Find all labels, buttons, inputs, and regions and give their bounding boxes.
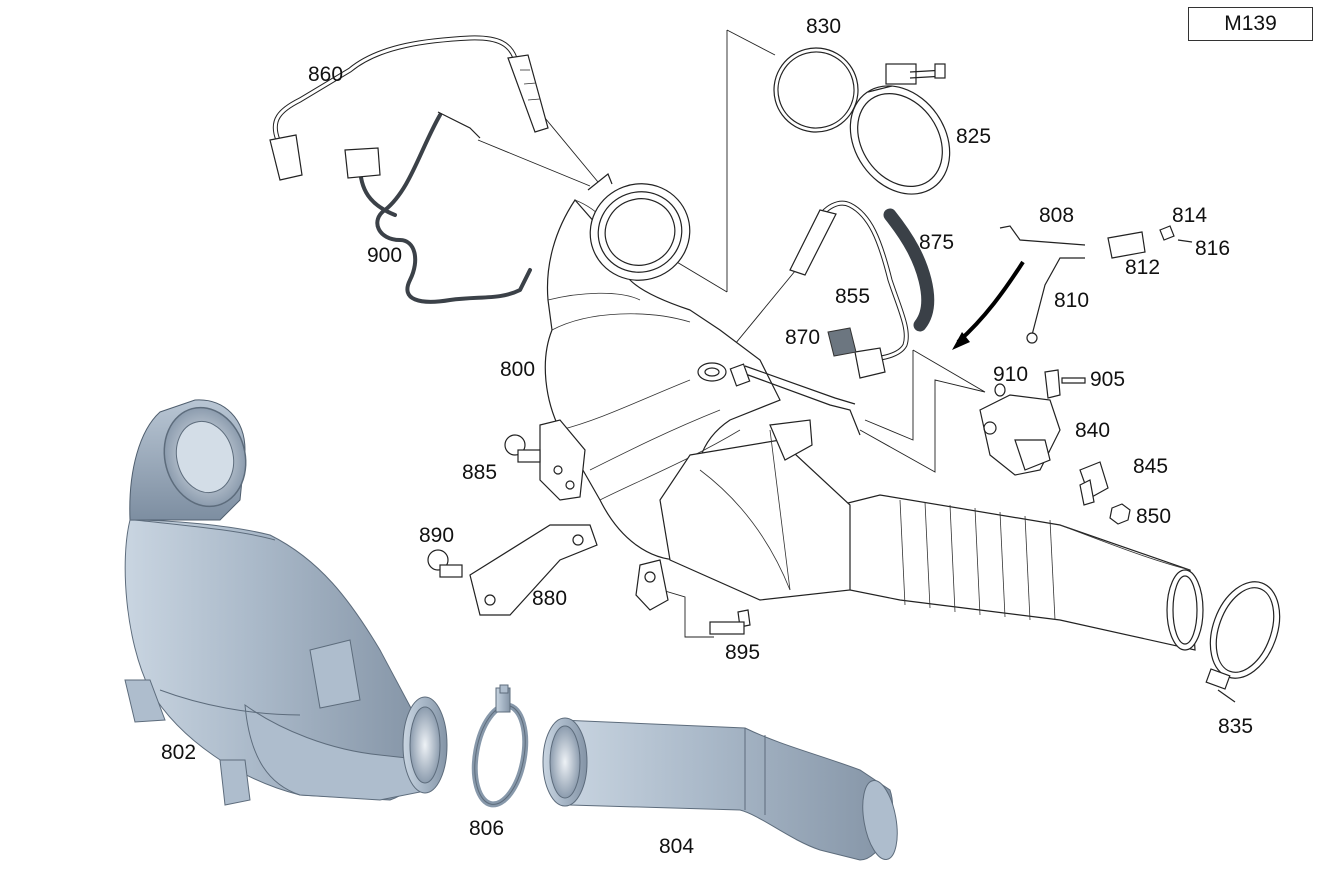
callout-875: 875	[919, 231, 954, 254]
callout-806: 806	[469, 817, 504, 840]
callout-814: 814	[1172, 204, 1207, 227]
callout-808: 808	[1039, 204, 1074, 227]
dpf-inlet-flange	[587, 173, 691, 281]
callout-845: 845	[1133, 455, 1168, 478]
temperature-sensor-855	[789, 200, 909, 379]
callout-825: 825	[956, 125, 991, 148]
callout-labels: 830 860 825 808 814 875 816 900 812 855 …	[161, 15, 1253, 858]
clamp-806	[471, 684, 529, 808]
wiring-harness-900	[344, 111, 532, 304]
callout-905: 905	[1090, 368, 1125, 391]
callout-800: 800	[500, 358, 535, 381]
callout-850: 850	[1136, 505, 1171, 528]
callout-802: 802	[161, 741, 196, 764]
callout-830: 830	[806, 15, 841, 38]
hose-875	[883, 208, 935, 332]
dpf-housing-lineart	[539, 199, 781, 561]
callout-885: 885	[462, 461, 497, 484]
callout-812: 812	[1125, 256, 1160, 279]
callout-835: 835	[1218, 715, 1253, 738]
v-band-clamp-835	[1205, 581, 1281, 703]
pipes-808-810	[999, 225, 1193, 344]
particulate-filter-802	[124, 399, 448, 806]
pressure-sensor-bracket	[979, 369, 1131, 525]
callout-880: 880	[532, 587, 567, 610]
callout-890: 890	[419, 524, 454, 547]
assembly-direction-arrow	[952, 260, 1025, 350]
diagram-code: M139	[1224, 12, 1277, 35]
callout-895: 895	[725, 641, 760, 664]
cap-870	[827, 327, 857, 357]
callout-855: 855	[835, 285, 870, 308]
sensor-pipes	[697, 362, 861, 436]
outlet-pipe-804	[542, 717, 898, 861]
callout-840: 840	[1075, 419, 1110, 442]
callout-810: 810	[1054, 289, 1089, 312]
o-ring-830	[773, 47, 859, 133]
v-band-clamp-825	[849, 63, 951, 195]
callout-804: 804	[659, 835, 694, 858]
callout-860: 860	[308, 63, 343, 86]
bolts-and-bracket	[427, 434, 751, 635]
oxygen-sensor-860	[269, 35, 549, 181]
callout-816: 816	[1195, 237, 1230, 260]
diagram-code-box: M139	[1188, 7, 1313, 41]
callout-870: 870	[785, 326, 820, 349]
callout-910: 910	[993, 363, 1028, 386]
callout-900: 900	[367, 244, 402, 267]
outlet-pipe-lineart	[635, 419, 1204, 651]
